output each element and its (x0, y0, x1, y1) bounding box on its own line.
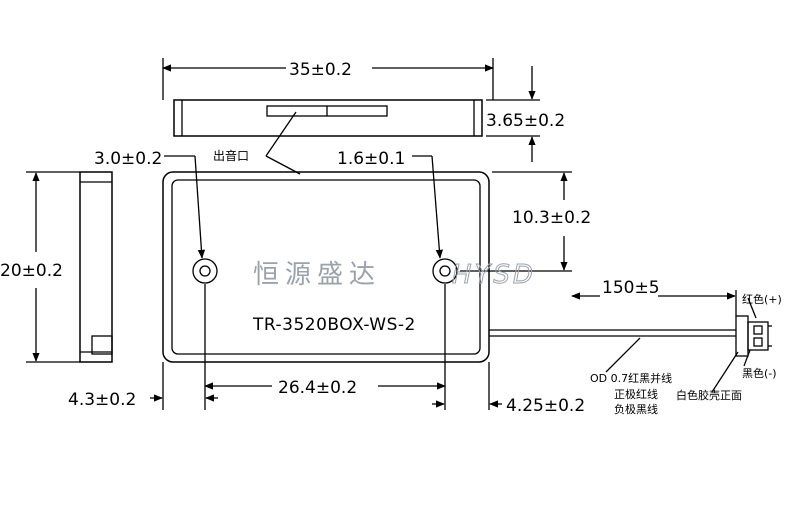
hole-right-leader (412, 155, 443, 259)
hole-left-leader (164, 155, 206, 259)
label-negative-wire: 负极黑线 (614, 402, 658, 416)
dim-vertical-offset: 10.3±0.2 (512, 208, 591, 228)
left-side-view (26, 171, 113, 363)
top-side-view (162, 58, 540, 137)
wire-assembly (489, 315, 772, 357)
dim-right-margin: 4.25±0.2 (506, 396, 585, 416)
label-wire-spec: OD 0.7红黑并线 (590, 371, 672, 385)
label-outlet: 出音口 (213, 148, 249, 163)
watermark-en: HYSD (452, 260, 536, 290)
front-view (162, 171, 490, 363)
label-black-wire: 黑色(-) (742, 366, 777, 380)
label-positive-wire: 正极红线 (614, 387, 658, 401)
offset-dimension-line (460, 171, 572, 272)
dim-hole-right: 1.6±0.1 (337, 149, 405, 169)
label-red-wire: 红色(+) (742, 292, 782, 306)
label-housing: 白色胶壳正面 (676, 388, 742, 402)
dim-top-height: 3.65±0.2 (486, 111, 565, 131)
wire-leaders (605, 297, 757, 393)
dim-hole-left: 3.0±0.2 (94, 149, 162, 169)
label-model: TR-3520BOX-WS-2 (252, 315, 416, 335)
dim-wire-length: 150±5 (602, 278, 660, 298)
dim-left-height: 20±0.2 (0, 261, 63, 281)
watermark-cn: 恒源盛达 (253, 260, 381, 290)
wire-length-dimension-line (571, 290, 737, 316)
dim-left-margin: 4.3±0.2 (68, 390, 136, 410)
dim-top-width: 35±0.2 (289, 60, 352, 80)
outlet-leader (265, 111, 301, 175)
dim-hole-spacing: 26.4±0.2 (278, 378, 357, 398)
